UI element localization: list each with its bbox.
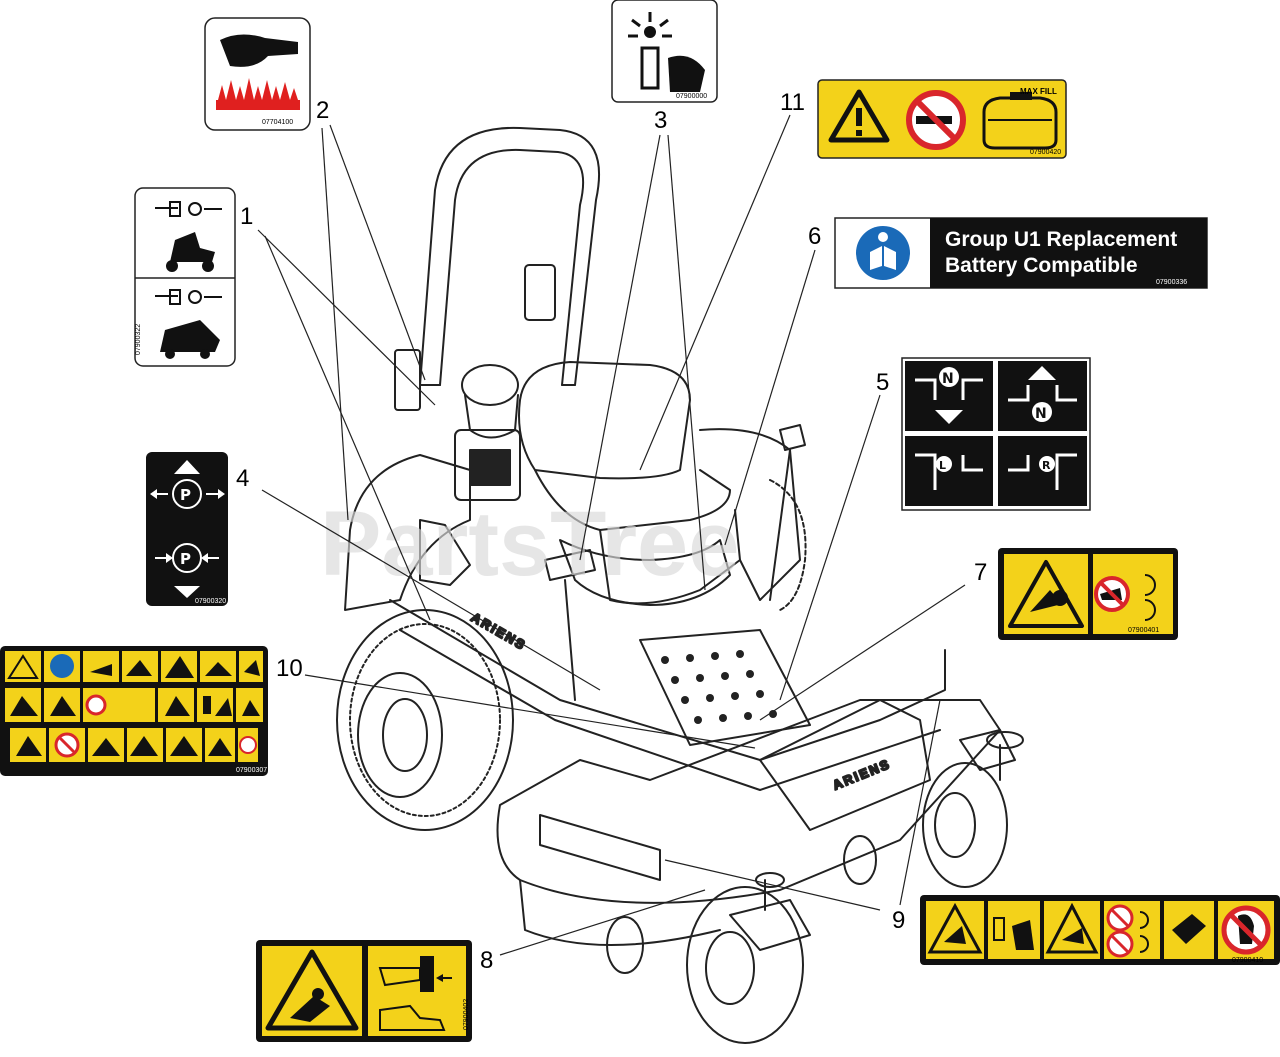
mower-deck (496, 699, 1001, 904)
svg-text:N: N (1035, 406, 1047, 422)
warning-triangle-icon (828, 89, 890, 143)
hand-icon (220, 34, 298, 67)
no-smoking-icon (906, 90, 966, 150)
rear-left-tire (336, 609, 514, 831)
svg-text:L: L (939, 459, 946, 472)
svg-text:07900420: 07900420 (1030, 149, 1061, 156)
callout-10: 10 (276, 655, 303, 682)
svg-text:07704100: 07704100 (262, 119, 293, 126)
svg-text:07900401: 07900401 (1128, 627, 1159, 634)
callout-4: 4 (236, 465, 249, 492)
svg-text:07900307: 07900307 (236, 767, 267, 774)
callout-2: 2 (316, 97, 329, 124)
roll-bar (419, 126, 600, 386)
svg-text:07900000: 07900000 (676, 93, 707, 100)
svg-text:N: N (942, 371, 954, 387)
callout-9: 9 (892, 907, 905, 934)
parking-brake-icon (172, 479, 202, 509)
svg-text:MAX FILL: MAX FILL (1020, 87, 1057, 96)
decal-safety-panel: 07900307 (0, 646, 268, 776)
decal-battery: Group U1 Replacement Battery Compatible … (834, 217, 1208, 289)
deck-roller-left (606, 916, 644, 974)
decal-belt-guard: 07900401 (998, 548, 1178, 640)
battery-line-1: Group U1 Replacement (945, 228, 1177, 251)
svg-text:R: R (1042, 459, 1051, 472)
decal-hot-surface: 07704100 (204, 17, 311, 131)
decal-pressure: 07900000 (611, 0, 718, 103)
decal-fuel-warning: MAX FILL 07900420 (817, 79, 1067, 159)
callout-5: 5 (876, 369, 889, 396)
svg-text:P: P (180, 486, 191, 504)
callout-1: 1 (240, 203, 253, 230)
rider-icon (170, 232, 215, 262)
svg-text:07900320: 07900320 (195, 598, 226, 605)
svg-text:07900322: 07900322 (135, 324, 142, 355)
read-manual-icon (856, 226, 910, 280)
read-manual-icon (50, 654, 74, 678)
decal-deck-lift: 07900402 (256, 940, 472, 1042)
leader-lines (257, 114, 966, 956)
svg-text:07900402: 07900402 (463, 999, 470, 1030)
warning-triangle-icon (7, 654, 39, 679)
svg-text:ARIENS: ARIENS (831, 756, 893, 793)
decal-lever-positions: 07900322 (134, 187, 236, 367)
front-left-caster (686, 886, 811, 1044)
callout-8: 8 (480, 947, 493, 974)
front-right-caster (922, 762, 1008, 888)
decal-park-brake: P P 07900320 (146, 452, 228, 606)
fuel-tank-icon: MAX FILL (982, 87, 1058, 150)
callout-7: 7 (974, 559, 987, 586)
seat (518, 361, 691, 480)
warning-triangle-icon (927, 902, 983, 954)
svg-text:P: P (180, 550, 191, 568)
svg-text:07900410: 07900410 (1232, 957, 1263, 964)
flames-icon (218, 78, 298, 100)
watermark: PartsTree (320, 493, 739, 595)
decal-steering: N N L R (901, 357, 1091, 511)
decal-deck-warning: 07900410 (920, 895, 1280, 965)
engine-air-filter (461, 364, 519, 406)
deck-roller-mid (843, 835, 877, 885)
callout-numbers: 1 2 3 4 5 6 7 8 9 10 11 (236, 89, 987, 974)
foot-deck (639, 629, 811, 746)
no-smoking-icon (85, 694, 107, 716)
callout-11: 11 (780, 89, 805, 116)
mower-push-icon (160, 320, 220, 352)
no-hands-icon (1094, 576, 1130, 612)
svg-text:07900336: 07900336 (1156, 279, 1187, 286)
callout-6: 6 (808, 223, 821, 250)
battery-line-2: Battery Compatible (945, 254, 1138, 277)
hand-icon (668, 55, 705, 92)
neutral-icon (939, 367, 959, 387)
callout-3: 3 (654, 107, 667, 134)
